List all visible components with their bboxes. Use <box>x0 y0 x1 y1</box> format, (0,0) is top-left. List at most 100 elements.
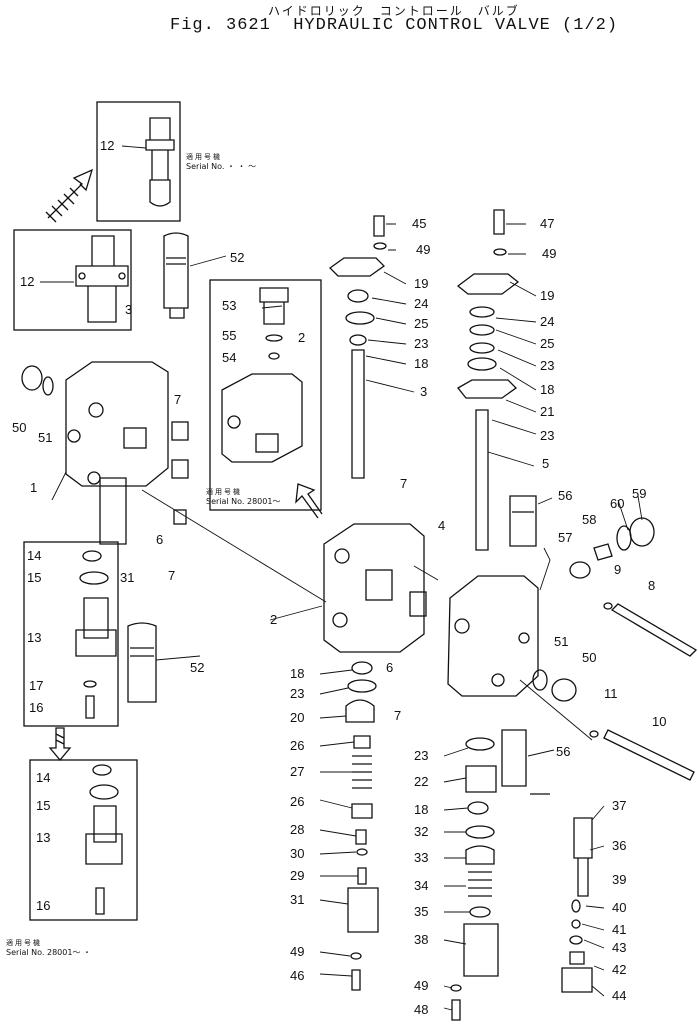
note-top-en: Serial No. ・ ・ ～ <box>186 162 257 171</box>
callout-20: 20 <box>290 710 304 725</box>
valve-body-1 <box>65 361 169 545</box>
callout-24: 24 <box>414 296 428 311</box>
bolts-8-10 <box>589 602 698 781</box>
parts-14-15-13-mid <box>75 550 117 719</box>
callout-18: 18 <box>414 802 428 817</box>
parts-14-15-13-bottom <box>85 764 123 915</box>
inset-box-mid <box>23 541 119 727</box>
callout-1: 1 <box>30 480 37 495</box>
part-53-55-54 <box>259 287 289 360</box>
callout-35: 35 <box>414 904 428 919</box>
japanese-title: ハイドロリック コントロール バルブ <box>268 4 520 18</box>
note-top-jp: 適用号機 <box>186 153 222 161</box>
callout-23: 23 <box>540 428 554 443</box>
callout-25: 25 <box>540 336 554 351</box>
callout-21: 21 <box>540 404 554 419</box>
note-bottom-en: Serial No. 28001～ ・ <box>6 948 91 957</box>
callout-6: 6 <box>156 532 163 547</box>
callout-52: 52 <box>190 660 204 675</box>
far-right-stack <box>530 793 593 993</box>
callout-40: 40 <box>612 900 626 915</box>
callout-16: 16 <box>29 700 43 715</box>
note-bottom-jp: 適用号機 <box>6 939 42 947</box>
callout-32: 32 <box>414 824 428 839</box>
callout-19: 19 <box>540 288 554 303</box>
callout-30: 30 <box>290 846 304 861</box>
valve-body-2 <box>323 523 427 653</box>
part-52-top <box>163 232 189 319</box>
part-52-bottom <box>127 622 157 703</box>
callout-46: 46 <box>290 968 304 983</box>
callout-28: 28 <box>290 822 304 837</box>
callout-49: 49 <box>542 246 556 261</box>
callout-3: 3 <box>125 302 132 317</box>
callout-18: 18 <box>540 382 554 397</box>
callout-49: 49 <box>416 242 430 257</box>
callout-17: 17 <box>29 678 43 693</box>
serial-note-bottom: 適用号機 Serial No. 28001～ ・ <box>6 938 91 958</box>
callout-54: 54 <box>222 350 236 365</box>
callout-23: 23 <box>290 686 304 701</box>
callout-52: 52 <box>230 250 244 265</box>
callout-5: 5 <box>542 456 549 471</box>
callout-31: 31 <box>290 892 304 907</box>
callout-42: 42 <box>612 962 626 977</box>
note-inset-jp: 適用号機 <box>206 488 242 496</box>
callout-9: 9 <box>614 562 621 577</box>
callout-55: 55 <box>222 328 236 343</box>
hatched-arrow-top <box>45 168 94 223</box>
callout-56: 56 <box>556 744 570 759</box>
lower-right-stack <box>450 729 527 1021</box>
inset-box-bottom <box>29 759 138 921</box>
callout-50: 50 <box>582 650 596 665</box>
serial-note-top: 適用号機 Serial No. ・ ・ ～ <box>186 152 256 172</box>
connector-lines <box>141 489 593 741</box>
note-inset-en: Serial No. 28001～ <box>206 497 281 506</box>
seals-left <box>171 421 189 525</box>
part-50-51-left <box>21 365 54 396</box>
inset-box-serial <box>209 279 322 511</box>
callout-18: 18 <box>414 356 428 371</box>
callout-12: 12 <box>100 138 114 153</box>
callout-13: 13 <box>36 830 50 845</box>
callout-59: 59 <box>632 486 646 501</box>
callout-6: 6 <box>386 660 393 675</box>
callout-7: 7 <box>400 476 407 491</box>
callout-48: 48 <box>414 1002 428 1017</box>
callout-18: 18 <box>290 666 304 681</box>
callout-27: 27 <box>290 764 304 779</box>
callout-43: 43 <box>612 940 626 955</box>
callout-51: 51 <box>38 430 52 445</box>
center-lower-stack <box>345 661 379 991</box>
callout-2: 2 <box>270 612 277 627</box>
callout-36: 36 <box>612 838 626 853</box>
callout-11: 11 <box>604 686 618 701</box>
callout-34: 34 <box>414 878 428 893</box>
callout-60: 60 <box>610 496 624 511</box>
callout-22: 22 <box>414 774 428 789</box>
callout-labels: 1212523505171673114151317165214151316535… <box>12 138 666 1017</box>
callout-8: 8 <box>648 578 655 593</box>
callout-47: 47 <box>540 216 554 231</box>
callout-16: 16 <box>36 898 50 913</box>
hatched-arrow-down <box>48 727 72 762</box>
callout-33: 33 <box>414 850 428 865</box>
callout-23: 23 <box>414 748 428 763</box>
callout-15: 15 <box>27 570 41 585</box>
callout-24: 24 <box>540 314 554 329</box>
callout-29: 29 <box>290 868 304 883</box>
parts-56-60-59 <box>509 495 655 579</box>
callout-2: 2 <box>298 330 305 345</box>
callout-12: 12 <box>20 274 34 289</box>
center-stack-3 <box>328 215 387 479</box>
figure-title: Fig. 3621 HYDRAULIC CONTROL VALVE (1/2) <box>170 16 619 35</box>
callout-49: 49 <box>414 978 428 993</box>
callout-58: 58 <box>582 512 596 527</box>
right-stack-5 <box>456 209 520 551</box>
callout-31: 31 <box>120 570 134 585</box>
callout-10: 10 <box>652 714 666 729</box>
callout-53: 53 <box>222 298 236 313</box>
parts-50-51-right <box>532 669 577 702</box>
callout-14: 14 <box>36 770 50 785</box>
leader-lines <box>40 145 643 1011</box>
